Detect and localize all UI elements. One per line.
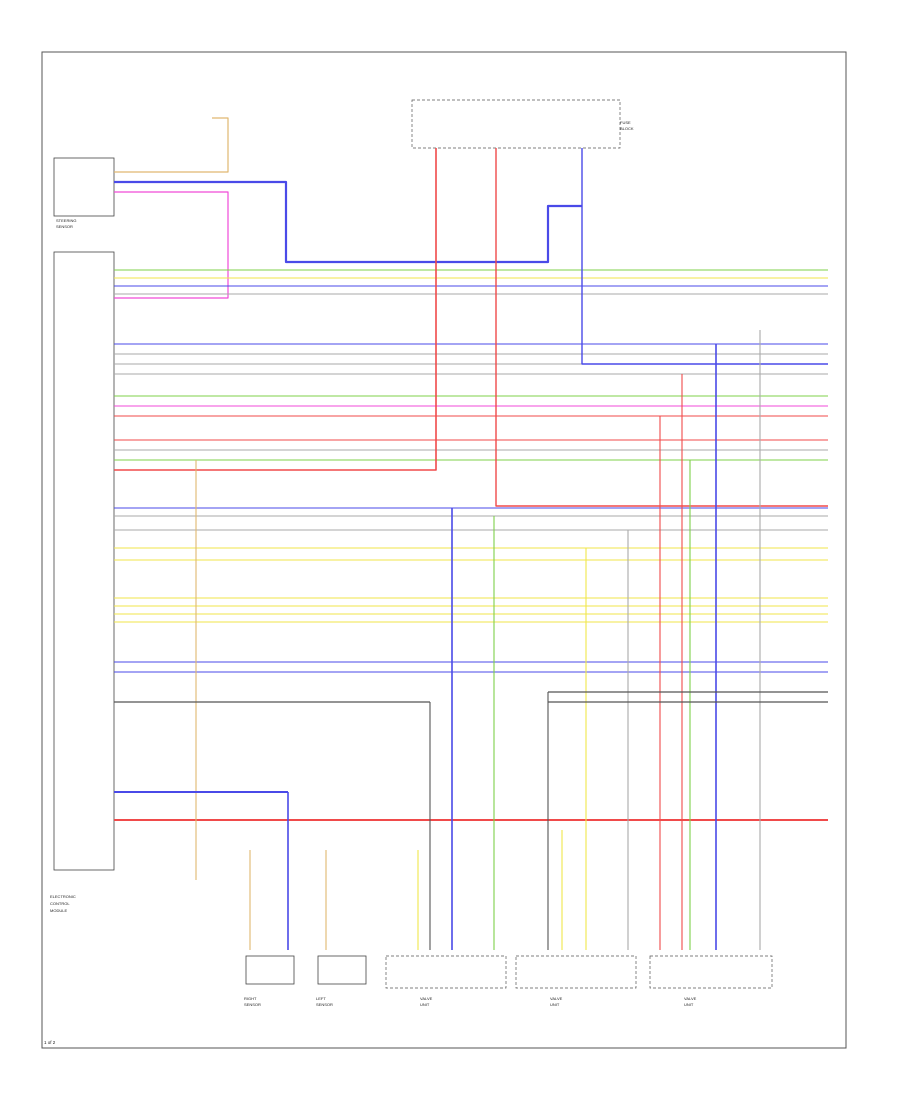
valve-unit-1 [385, 955, 507, 989]
valve-2-label-1: VALVE [550, 996, 563, 1001]
ecm-label-3: MODULE [50, 908, 67, 913]
sensor-right-label-1: RIGHT [244, 996, 257, 1001]
sensor-left-box [317, 955, 367, 985]
sensor-right-box [245, 955, 295, 985]
valve-3-label-2: UNIT [684, 1002, 694, 1007]
steering-sensor-label-1: STEERING [56, 218, 76, 223]
wire-steer-tan [114, 117, 229, 173]
sensor-left-label-1: LEFT [316, 996, 326, 1001]
ecm-label-1: ELECTRONIC [50, 894, 76, 899]
valve-1-label-2: UNIT [420, 1002, 430, 1007]
steering-sensor-label-2: SENSOR [56, 224, 73, 229]
valve-unit-2 [515, 955, 637, 989]
page-label: 1 of 2 [44, 1040, 56, 1045]
fuse-block [411, 99, 621, 149]
valve-1-label-1: VALVE [420, 996, 433, 1001]
ecm-module [53, 251, 115, 871]
wire-fuse-red-1 [114, 148, 437, 471]
ecm-label-2: CONTROL [50, 901, 70, 906]
valve-2-label-2: UNIT [550, 1002, 560, 1007]
valve-3-label-1: VALVE [684, 996, 697, 1001]
steering-sensor [53, 157, 115, 217]
valve-unit-3 [649, 955, 773, 989]
fuse-block-label-2: BLOCK [620, 126, 634, 131]
fuse-block-label-1: FUSE [620, 120, 631, 125]
sensor-right-label-2: SENSOR [244, 1002, 261, 1007]
sensor-left-label-2: SENSOR [316, 1002, 333, 1007]
wire-steer-pink [114, 191, 229, 299]
diagram-frame [41, 51, 847, 1049]
wire-fuse-blue [581, 148, 828, 365]
wire-fuse-red-2 [495, 148, 828, 507]
wire-group [114, 117, 828, 950]
wire-steer-blue [114, 180, 582, 264]
